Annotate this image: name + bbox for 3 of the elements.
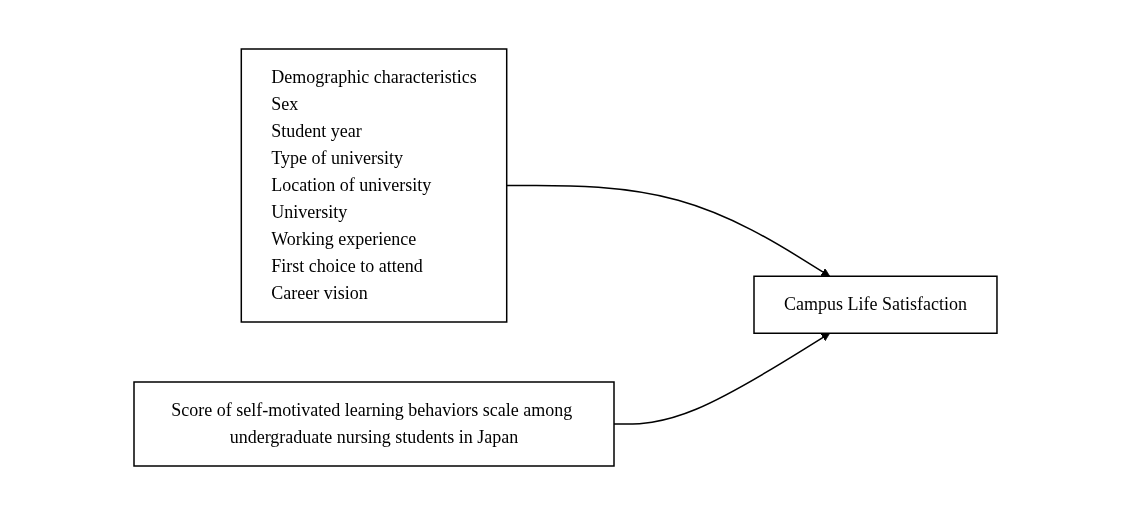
node-box: Campus Life Satisfaction [753, 275, 998, 334]
node-box: Score of self-motivated learning behaviors scale among undergraduate nursing students in Japan [133, 380, 615, 467]
node-box: Demographic characteristics Sex Student year Type of university Location of university University Working experience First choice to attend Career vision [240, 47, 508, 323]
